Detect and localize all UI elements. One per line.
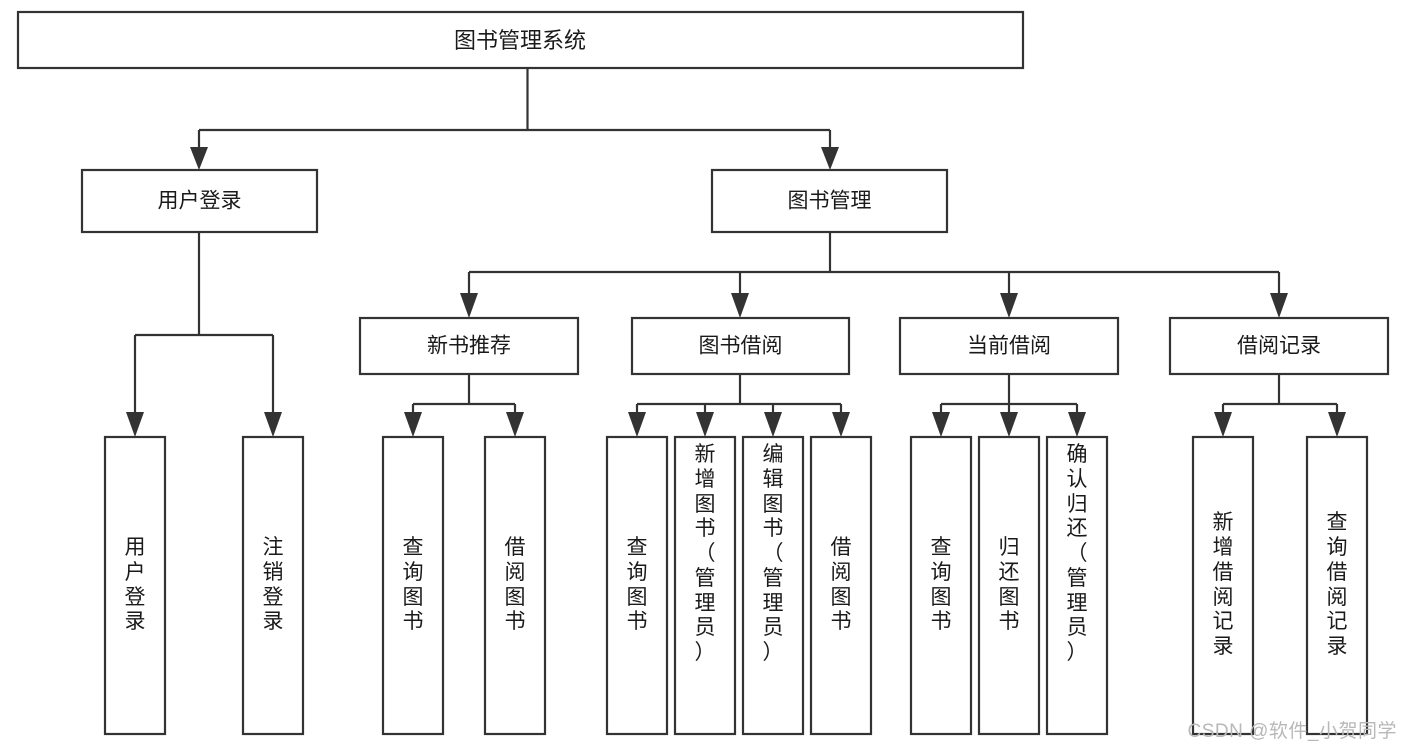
node-label-borrow-record: 借阅记录 xyxy=(1237,335,1321,358)
node-label-root: 图书管理系统 xyxy=(454,28,586,53)
node-box-root[interactable] xyxy=(16,10,1025,70)
node-box-user-login[interactable] xyxy=(80,168,319,234)
node-layer: 图书管理系统 用户登录 图书管理 新书推荐 图书借阅 当前借阅 借阅记录 xyxy=(16,10,1390,736)
node-box-book-management[interactable] xyxy=(710,168,949,234)
node-box-leaf-return-book[interactable] xyxy=(977,435,1041,736)
arrow-head-leaf-borrow-book-2 xyxy=(832,412,850,437)
arrow-head-book-borrow xyxy=(731,293,749,318)
node-label-book-borrow: 图书借阅 xyxy=(699,335,783,358)
node-label-user-login: 用户登录 xyxy=(158,190,242,213)
arrow-head-current-borrow xyxy=(1000,293,1018,318)
arrow-head-book-management xyxy=(821,147,839,170)
node-box-leaf-user-login[interactable] xyxy=(103,435,167,736)
node-box-leaf-query-book-1[interactable] xyxy=(381,435,445,736)
arrow-head-borrow-record xyxy=(1270,293,1288,318)
arrow-head-new-book-recommend xyxy=(460,293,478,318)
arrow-head-leaf-logout xyxy=(264,412,282,437)
node-box-leaf-logout[interactable] xyxy=(241,435,305,736)
arrow-head-leaf-confirm-return xyxy=(1068,412,1086,437)
node-box-new-book-recommend[interactable] xyxy=(358,316,580,376)
node-box-leaf-borrow-book-1[interactable] xyxy=(483,435,547,736)
arrow-head-leaf-edit-book xyxy=(764,412,782,437)
arrow-head-leaf-borrow-book-1 xyxy=(506,412,524,437)
node-label-new-book-recommend: 新书推荐 xyxy=(427,335,511,358)
node-label-book-management: 图书管理 xyxy=(788,190,872,213)
node-box-leaf-borrow-book-2[interactable] xyxy=(809,435,873,736)
arrow-head-leaf-query-book-3 xyxy=(932,412,950,437)
node-box-leaf-add-record[interactable] xyxy=(1191,435,1255,736)
node-box-borrow-record[interactable] xyxy=(1168,316,1390,376)
node-box-leaf-query-book-3[interactable] xyxy=(909,435,973,736)
node-box-leaf-add-book[interactable] xyxy=(673,435,737,736)
arrow-head-leaf-return-book xyxy=(1000,412,1018,437)
node-box-leaf-edit-book[interactable] xyxy=(741,435,805,736)
node-box-current-borrow[interactable] xyxy=(898,316,1120,376)
arrow-head-leaf-add-record xyxy=(1214,412,1232,437)
arrow-head-leaf-query-record xyxy=(1328,412,1346,437)
arrow-head-user-login xyxy=(190,147,208,170)
arrow-head-leaf-query-book-2 xyxy=(628,412,646,437)
arrow-head-leaf-query-book-1 xyxy=(404,412,422,437)
node-box-leaf-query-record[interactable] xyxy=(1305,435,1369,736)
csdn-watermark: CSDN @软件_小贺同学 xyxy=(1187,721,1397,742)
node-box-leaf-confirm-return[interactable] xyxy=(1045,435,1109,736)
arrow-head-leaf-user-login xyxy=(126,412,144,437)
node-box-leaf-query-book-2[interactable] xyxy=(605,435,669,736)
connector-layer xyxy=(126,68,1346,437)
node-label-current-borrow: 当前借阅 xyxy=(967,335,1051,358)
arrow-head-leaf-add-book xyxy=(696,412,714,437)
node-box-book-borrow[interactable] xyxy=(630,316,851,376)
